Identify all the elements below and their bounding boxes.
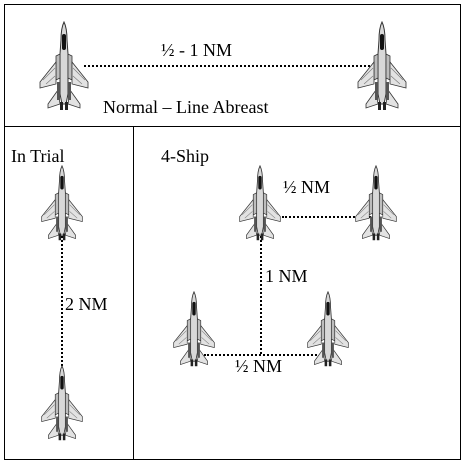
top-panel-divider xyxy=(4,126,461,127)
fighter-jet-icon xyxy=(172,290,216,368)
four-ship-middle-spacing-line xyxy=(260,232,262,354)
fighter-jet-icon xyxy=(354,164,398,242)
in-trial-panel-divider xyxy=(133,126,134,460)
fighter-jet-icon xyxy=(356,20,408,112)
fighter-jet-icon xyxy=(38,20,90,112)
fighter-jet-icon xyxy=(40,164,84,242)
four-ship-top-spacing-line xyxy=(282,216,375,218)
four-ship-bottom-spacing-line xyxy=(204,354,324,356)
four-ship-top-distance-label: ½ NM xyxy=(283,177,331,197)
in-trial-spacing-line xyxy=(61,228,63,378)
in-trial-distance-label: 2 NM xyxy=(64,294,109,314)
line-abreast-spacing-line xyxy=(84,65,374,67)
four-ship-caption: 4-Ship xyxy=(161,146,210,166)
fighter-jet-icon xyxy=(306,290,350,368)
in-trial-caption: In Trial xyxy=(11,146,65,166)
fighter-jet-icon xyxy=(40,364,84,442)
four-ship-middle-distance-label: 1 NM xyxy=(264,266,309,286)
outer-frame xyxy=(4,4,461,460)
fighter-jet-icon xyxy=(238,164,282,242)
four-ship-bottom-distance-label: ½ NM xyxy=(235,356,283,376)
line-abreast-distance-label: ½ - 1 NM xyxy=(161,40,232,60)
line-abreast-caption: Normal – Line Abreast xyxy=(102,97,270,117)
